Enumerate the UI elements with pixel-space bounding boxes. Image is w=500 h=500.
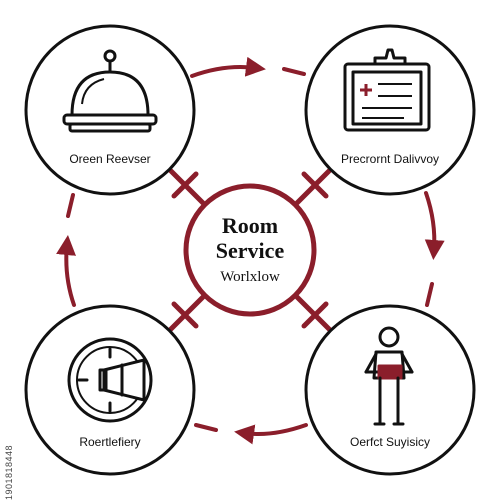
node-top-left: Oreen Reevser xyxy=(24,24,196,196)
node-label-bottom-left: Roertlefiery xyxy=(79,435,140,449)
node-circle xyxy=(24,24,196,196)
clock-icon xyxy=(67,337,153,423)
flow-arrows xyxy=(56,56,445,445)
node-bottom-left: Roertlefiery xyxy=(24,304,196,476)
arrow-right-dash xyxy=(425,282,434,307)
center-hub: Room Service Worlxlow xyxy=(183,183,317,317)
arrow-left xyxy=(56,235,76,307)
node-circle xyxy=(304,24,476,196)
node-top-right: Precrornt Dalivvoy xyxy=(304,24,476,196)
arrow-bottom xyxy=(234,423,308,445)
center-title-line2: Service xyxy=(216,238,285,263)
node-label-bottom-right: Oerfct Suyisicy xyxy=(350,435,430,449)
center-title-line1: Room xyxy=(222,213,278,238)
crossbar xyxy=(171,171,199,199)
crossbar xyxy=(301,301,329,329)
node-label-top-right: Precrornt Dalivvoy xyxy=(341,152,439,166)
stock-id-watermark: 1901818448 xyxy=(4,444,14,500)
center-circle xyxy=(183,183,317,317)
waiter-icon xyxy=(364,326,414,426)
node-circle xyxy=(304,304,476,476)
crossbar xyxy=(171,301,199,329)
clipboard-icon xyxy=(343,48,431,132)
arrow-top xyxy=(190,56,266,78)
center-subtitle: Worlxlow xyxy=(220,269,280,285)
arrow-left-dash xyxy=(66,193,75,218)
node-label-top-left: Oreen Reevser xyxy=(69,152,150,166)
node-bottom-right: Oerfct Suyisicy xyxy=(304,304,476,476)
cloche-icon xyxy=(62,49,158,133)
arrow-right xyxy=(424,191,445,260)
arrow-top-dash xyxy=(282,67,306,76)
arrow-bottom-dash xyxy=(194,423,218,432)
crossbar xyxy=(301,171,329,199)
